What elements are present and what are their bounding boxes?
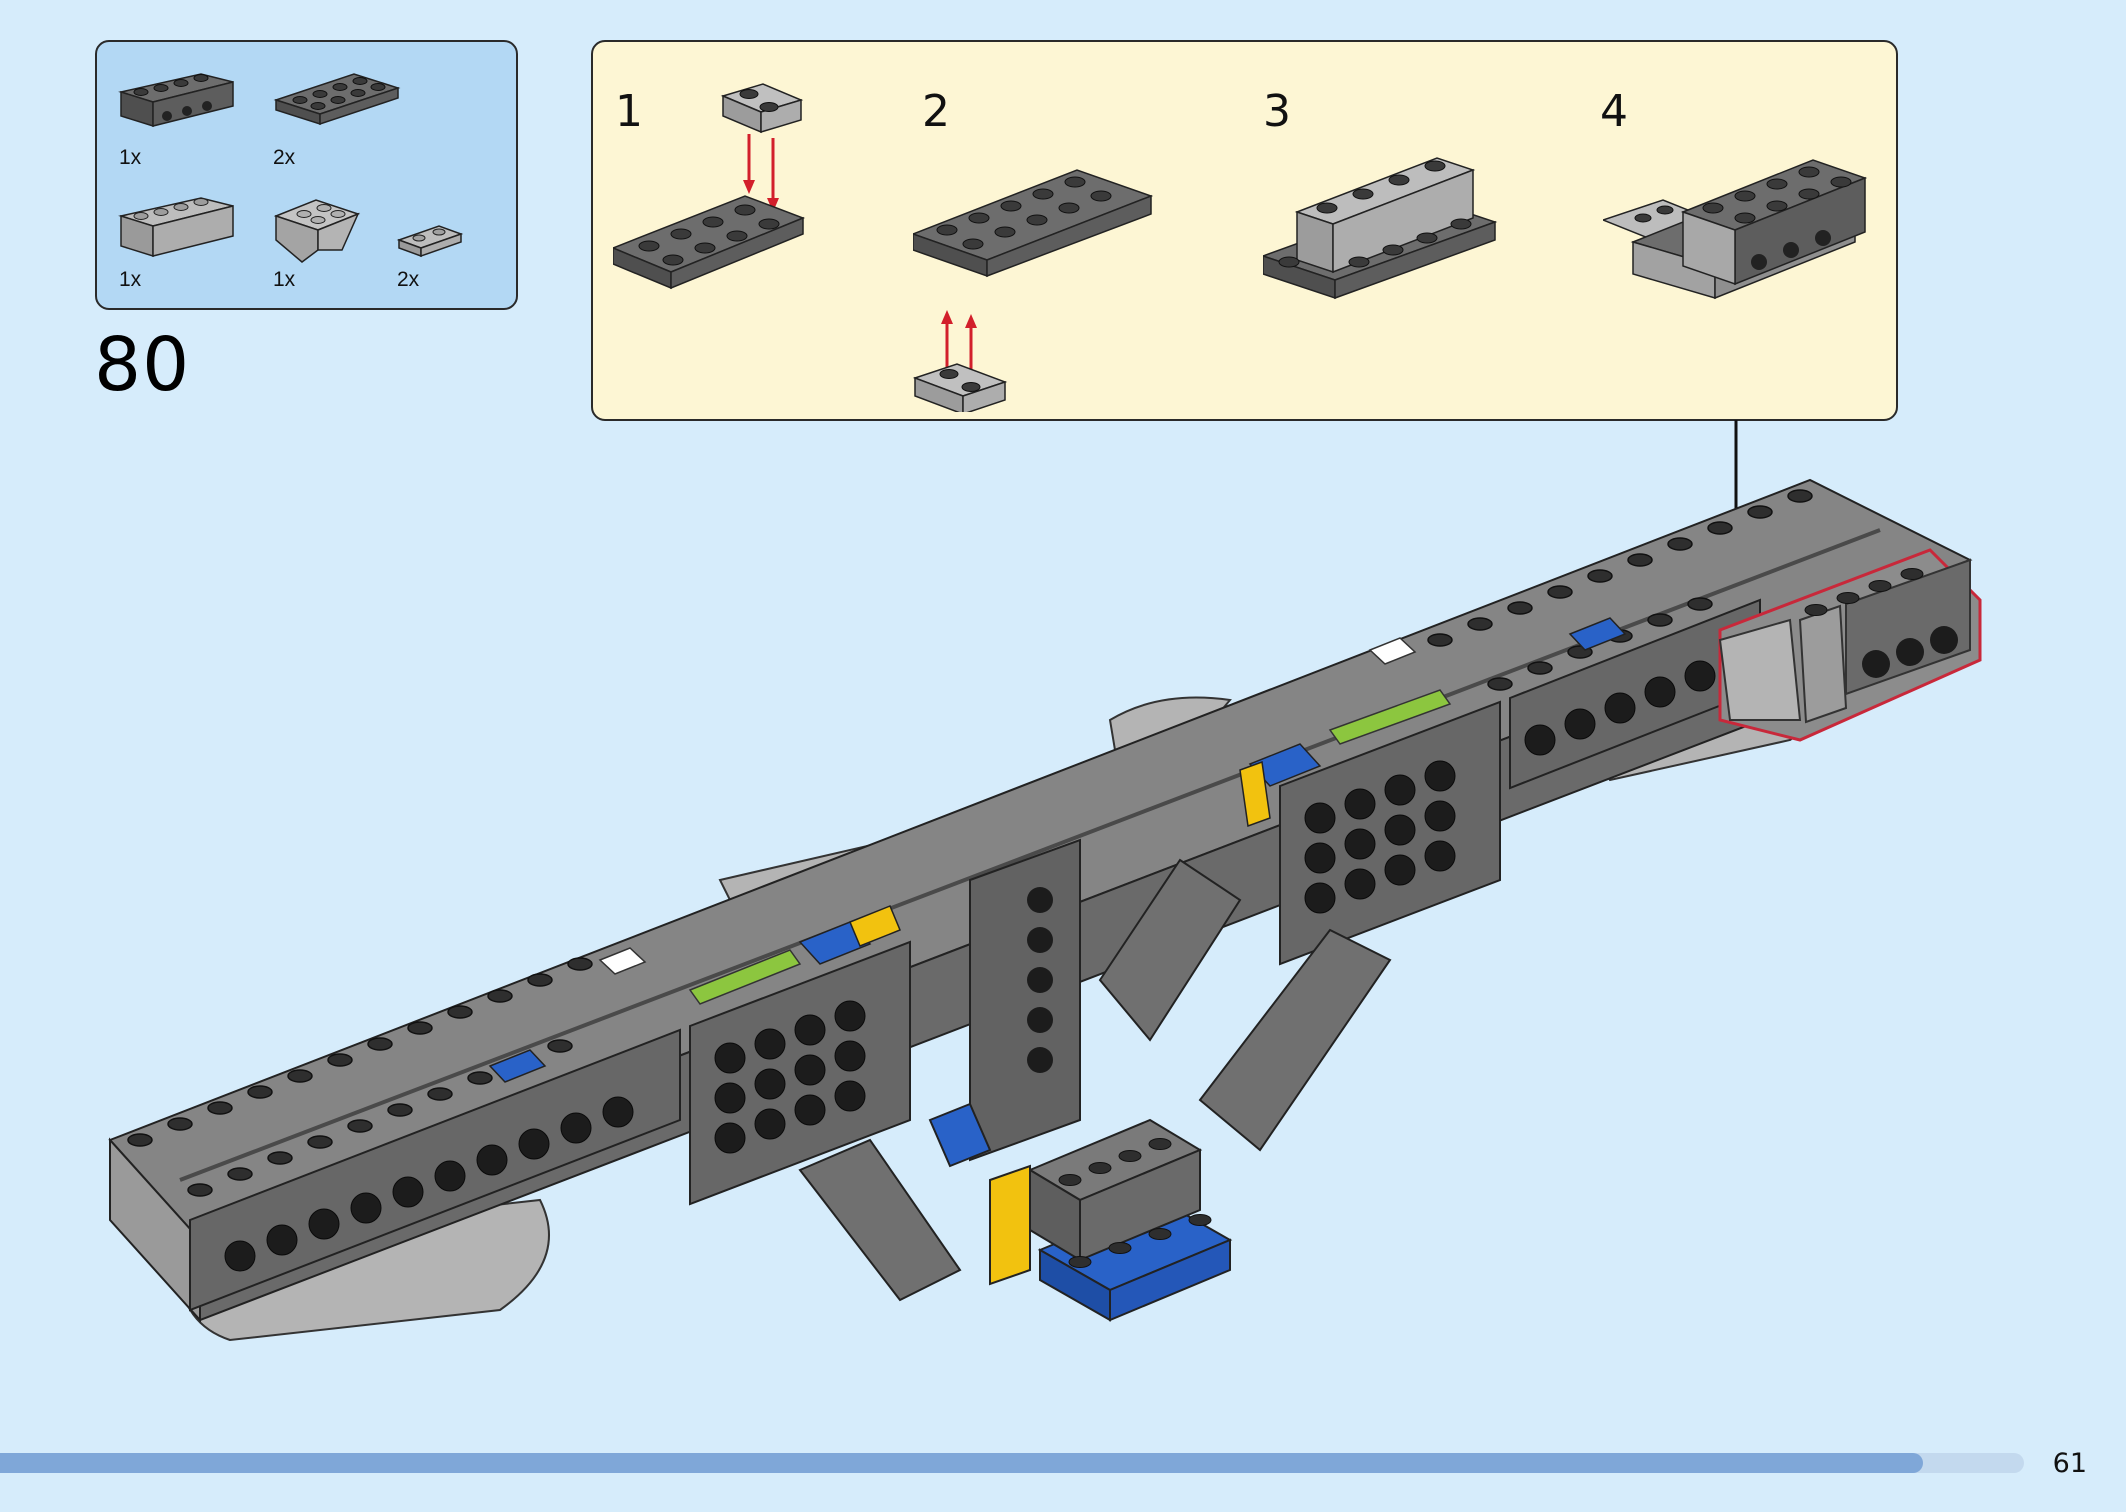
part-technic-brick-1x4 <box>117 60 237 130</box>
substep-callout: 1 2 3 4 <box>591 40 1898 421</box>
substep-label: 3 <box>1263 86 1291 137</box>
part-qty: 1x <box>273 268 296 291</box>
technic-holes <box>224 660 1716 1272</box>
parts-list-callout: 1x 2x 1x <box>95 40 518 310</box>
substep-1-model <box>610 62 813 347</box>
part-slope-inverted-2x2 <box>272 192 362 272</box>
part-brick-1x4 <box>117 182 237 262</box>
step-number: 80 <box>94 322 191 408</box>
substep-label: 4 <box>1600 86 1628 137</box>
progress-bar <box>0 1453 2024 1473</box>
part-plate-2x4 <box>272 64 402 134</box>
part-qty: 1x <box>119 146 142 169</box>
page-number: 61 <box>2052 1448 2087 1479</box>
substep-4-model <box>1600 112 1883 317</box>
substep-label: 2 <box>922 86 950 137</box>
highlighted-subassembly <box>1718 548 1982 742</box>
substep-3-model <box>1260 112 1503 317</box>
part-qty: 2x <box>397 268 420 291</box>
progress-fill <box>0 1453 1923 1473</box>
beam-studs <box>127 489 1813 1197</box>
part-qty: 1x <box>119 268 142 291</box>
part-qty: 2x <box>273 146 296 169</box>
substep-label: 1 <box>615 86 643 137</box>
beam-end <box>109 1137 201 1323</box>
part-plate-1x2 <box>395 220 465 260</box>
substep-2-model <box>910 142 1173 417</box>
center-pillar <box>969 838 1081 1162</box>
